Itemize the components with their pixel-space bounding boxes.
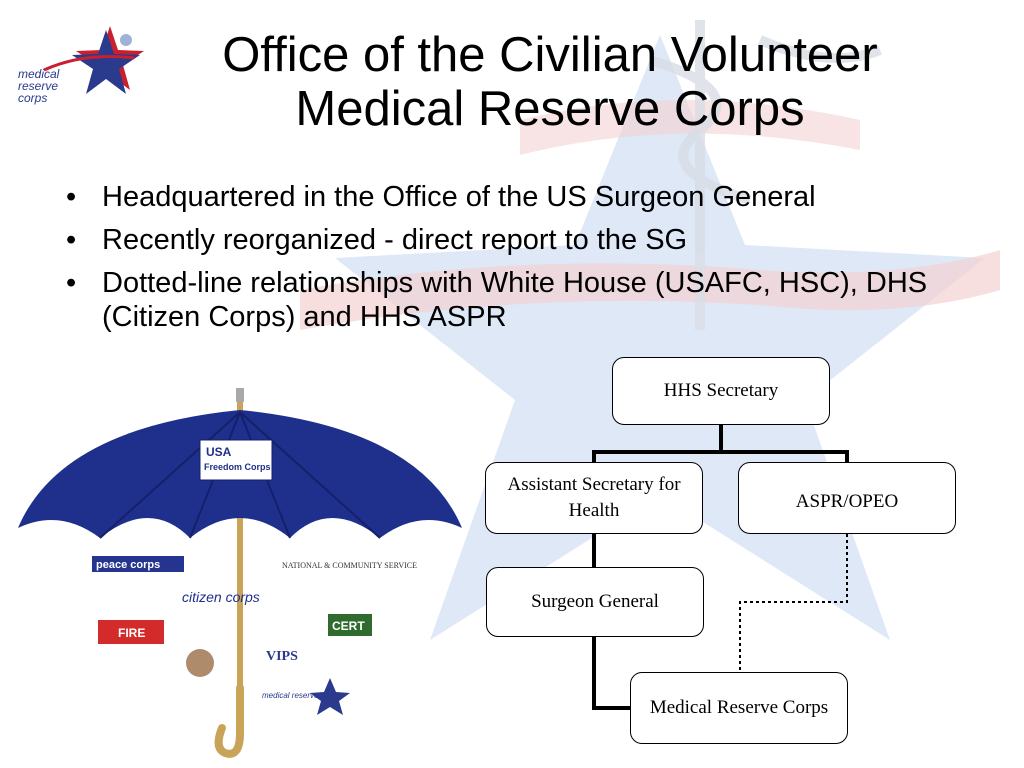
medical-reserve-corps-logo [43,26,144,94]
title-line-1: Office of the Civilian Volunteer [222,28,878,82]
bullet-item: Dotted-line relationships with White Hou… [60,266,960,334]
usa-freedom-corps-badge [199,439,273,481]
bullet-item: Recently reorganized - direct report to … [60,223,960,257]
citizen-corps-text: citizen corps [182,589,260,605]
umbrella-illustration: USA Freedom Corps peace corps NATIONAL &… [18,388,462,758]
org-node-aspr-opeo: ASPR/OPEO [738,462,956,534]
background-stripe-red-2 [520,100,860,155]
slide-title: Office of the Civilian Volunteer Medical… [150,28,950,136]
logo-text: medical reserve corps [18,68,88,104]
citizen-corps-logo: citizen corps [182,589,260,605]
umbrella-mrc-logo: medical reserve corps [262,678,350,715]
usa-seal-logo [186,649,214,677]
vips-logo: VIPS [266,649,298,664]
logo-text-line: medical [18,67,60,81]
org-node-assistant-secretary-for-health: Assistant Secretary for Health [485,462,703,534]
peace-corps-text: peace corps [96,559,160,571]
title-line-2: Medical Reserve Corps [295,82,805,136]
logo-text-line: corps [18,91,48,105]
org-node-medical-reserve-corps: Medical Reserve Corps [630,672,848,744]
badge-usa-text: USA [206,445,232,459]
fire-corps-logo: FIRE [98,620,164,644]
logo-star [72,30,140,94]
org-node-surgeon-general: Surgeon General [486,567,704,637]
fire-text: FIRE [118,626,145,640]
logo-caduceus-mark [120,34,132,46]
badge-freedom-text: Freedom Corps [204,462,271,472]
cert-logo: CERT [328,614,372,636]
umbrella-handle [214,684,244,758]
logo-text-line: reserve [18,79,59,93]
cert-text: CERT [332,619,365,633]
umbrella-tip [236,388,244,402]
umbrella-shaft [237,396,243,696]
umbrella-mrc-text: medical reserve corps [262,691,340,700]
org-node-hhs-secretary: HHS Secretary [612,357,830,425]
logo-swoosh [43,55,135,72]
national-community-service-logo: NATIONAL & COMMUNITY SERVICE [282,561,417,570]
peace-corps-logo: peace corps [92,556,184,572]
ncs-text: NATIONAL & COMMUNITY SERVICE [282,561,417,570]
bullet-item: Headquartered in the Office of the US Su… [60,180,960,214]
vips-text: VIPS [266,649,298,664]
bullet-list: Headquartered in the Office of the US Su… [60,180,960,343]
